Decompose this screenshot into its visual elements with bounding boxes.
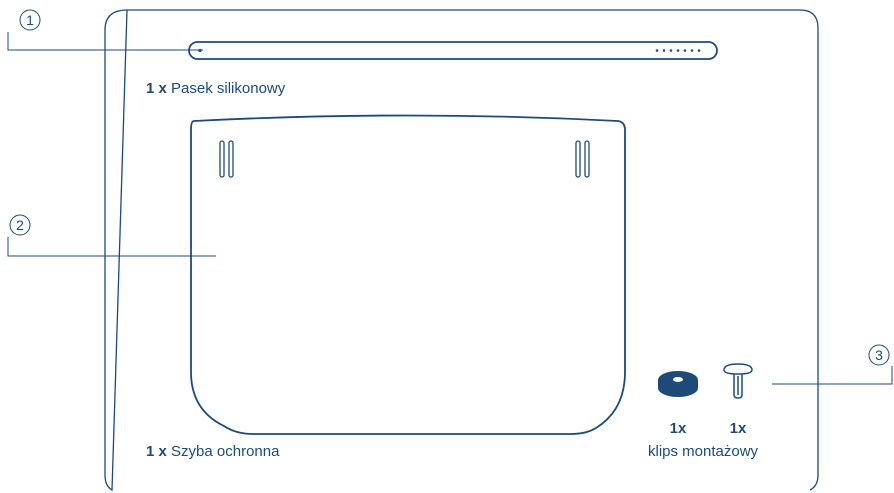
silicone-strap — [189, 42, 717, 59]
mounting-pin — [724, 364, 752, 398]
callout-2-number: 2 — [10, 215, 30, 235]
callout-3-leader — [772, 366, 892, 384]
shield-slots-right — [576, 141, 589, 177]
shield-slot — [585, 141, 589, 177]
strap-hole — [670, 49, 673, 52]
mounting-washer — [658, 371, 698, 397]
pin-qty: 1x — [723, 420, 753, 438]
strap-holes — [656, 49, 701, 52]
pin-head — [724, 364, 752, 374]
strap-qty: 1 x — [146, 80, 167, 97]
callout-2-leader — [8, 237, 216, 256]
shield-slots-left — [220, 141, 233, 177]
protective-shield — [191, 116, 625, 435]
shield-slot — [576, 141, 580, 177]
callout-3-number: 3 — [869, 345, 889, 365]
strap-hole — [684, 49, 687, 52]
strap-pin-dot — [198, 49, 201, 52]
shield-slot — [220, 141, 224, 177]
strap-hole — [656, 49, 659, 52]
callout-1-number: 1 — [20, 10, 40, 30]
washer-hole — [673, 377, 683, 382]
strap-label: 1 x Pasek silikonowy — [146, 80, 285, 98]
strap-hole — [698, 49, 701, 52]
shield-slot — [229, 141, 233, 177]
strap-hole — [663, 49, 666, 52]
washer-qty: 1x — [663, 420, 693, 438]
shield-qty: 1 x — [146, 443, 167, 460]
shield-name: Szyba ochronna — [171, 443, 279, 460]
shield-label: 1 x Szyba ochronna — [146, 443, 279, 461]
strap-hole — [691, 49, 694, 52]
strap-hole — [677, 49, 680, 52]
clip-name: klips montażowy — [648, 443, 758, 461]
strap-name: Pasek silikonowy — [171, 80, 285, 97]
